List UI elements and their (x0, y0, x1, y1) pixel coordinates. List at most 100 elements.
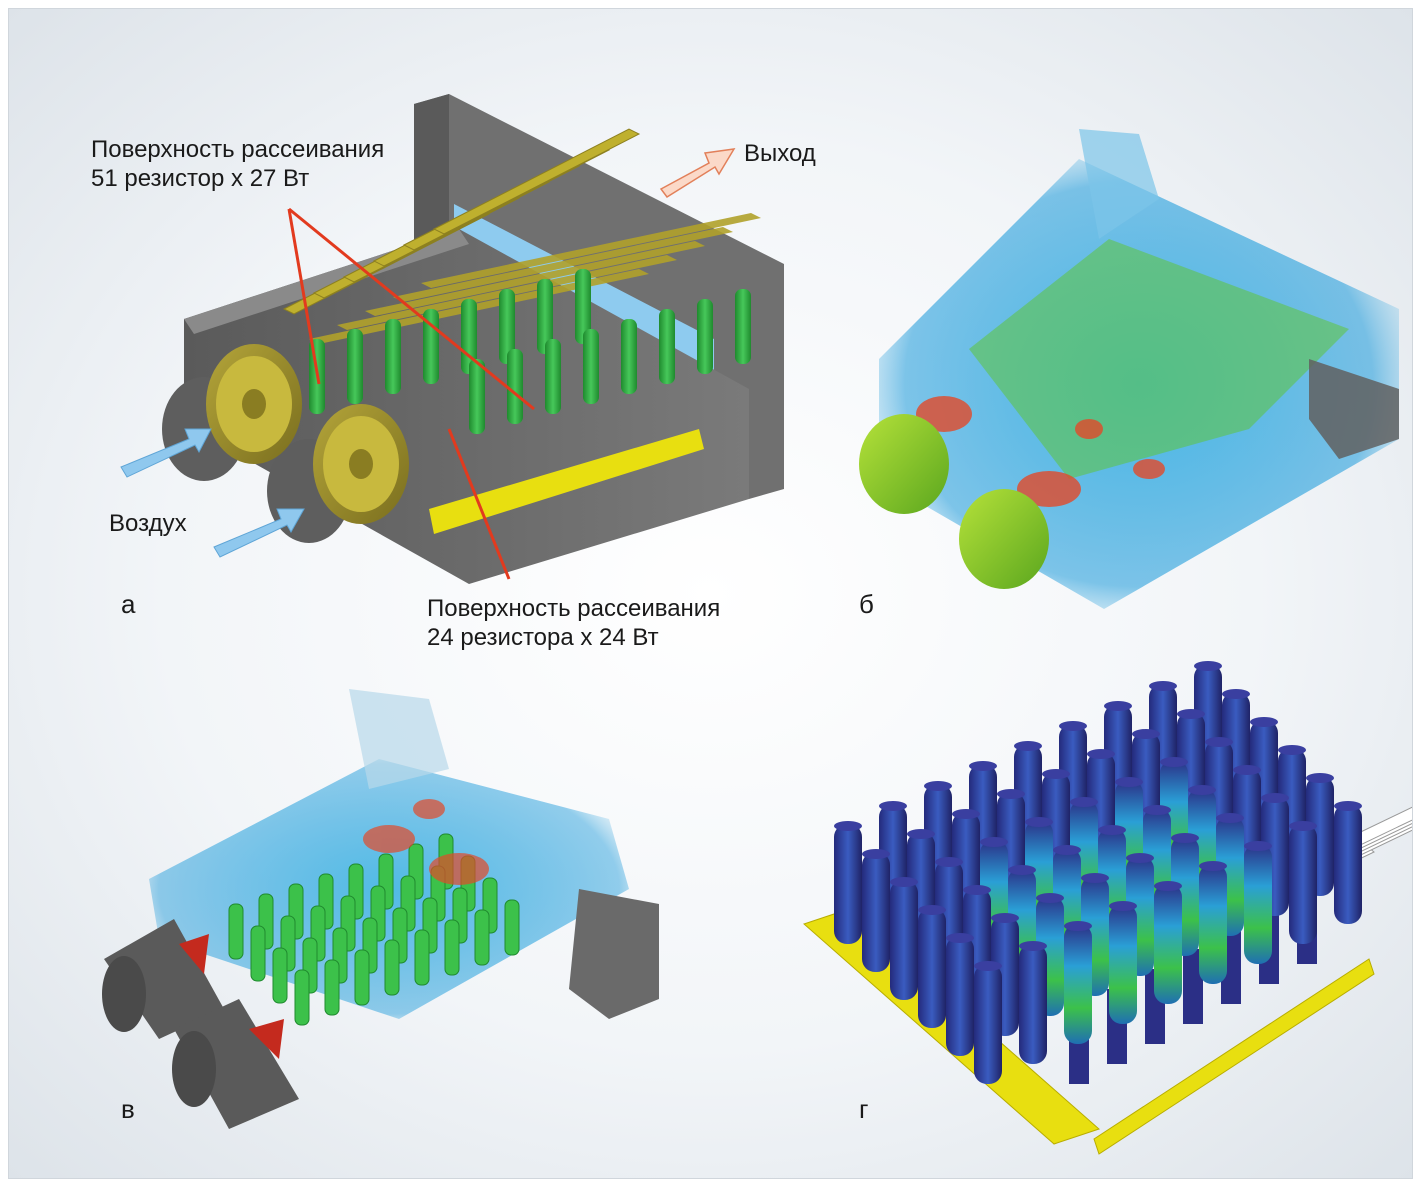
label-bottom-line1: Поверхность рассеивания (427, 595, 721, 622)
exit-arrow (659, 148, 736, 199)
label-top-dissipation: Поверхность рассеивания 51 резистор х 27… (91, 135, 384, 193)
resistor-cylinder (834, 824, 862, 944)
cylinder-top (1036, 893, 1064, 903)
inlet-cylinders-b (859, 414, 1049, 589)
label-air: Воздух (109, 510, 187, 537)
resistor (469, 359, 485, 434)
resistor (621, 319, 637, 394)
resistor-cylinder (890, 880, 918, 1000)
cylinder-top (1059, 721, 1087, 731)
cylinder-top (1194, 661, 1222, 671)
cylinder-top (1306, 773, 1334, 783)
resistor-cylinder (918, 908, 946, 1028)
cylinder-top (1132, 729, 1160, 739)
cylinder-top (946, 933, 974, 943)
cylinder-top (834, 821, 862, 831)
resistor-v (272, 947, 288, 1004)
cylinder-top (1171, 833, 1199, 843)
resistor-v (504, 899, 520, 956)
cylinder-top (1081, 873, 1109, 883)
panel-b-flow-simulation (859, 129, 1399, 609)
cylinder-top (935, 857, 963, 867)
cylinder-top (1188, 785, 1216, 795)
cylinder-top (1115, 777, 1143, 787)
resistor (659, 309, 675, 384)
cylinder-top (1149, 681, 1177, 691)
panel-v-flow-with-resistors (102, 689, 659, 1129)
cylinder-top (890, 877, 918, 887)
cylinder-top (1126, 853, 1154, 863)
mounting-bracket (1183, 949, 1203, 1024)
flow-green-band (969, 239, 1349, 479)
resistor (537, 279, 553, 354)
cylinder-top (1222, 689, 1250, 699)
resistor (697, 299, 713, 374)
resistor-v (414, 929, 430, 986)
resistor-v (250, 925, 266, 982)
outlet-duct-v (569, 889, 659, 1019)
inlet-duct-v-upper (104, 919, 224, 1039)
resistor (385, 319, 401, 394)
resistor-grid-v (228, 833, 520, 1026)
resistor-cylinder (974, 964, 1002, 1084)
cylinder-top (907, 829, 935, 839)
cylinder-top (1014, 741, 1042, 751)
cylinder-top (1008, 865, 1036, 875)
figure-frame: Поверхность рассеивания 51 резистор х 27… (8, 8, 1413, 1179)
outlet-duct-b (1309, 359, 1399, 459)
panel-a-assembly-diagram (120, 94, 784, 584)
cylinder-top (1160, 757, 1188, 767)
base-plate (429, 429, 704, 534)
resistor-v (228, 903, 244, 960)
panel-letter-a: а (121, 589, 136, 619)
rail-short (1093, 958, 1375, 1155)
cylinder-top (1019, 941, 1047, 951)
cylinder-top (1053, 845, 1081, 855)
cylinder-top (1250, 717, 1278, 727)
resistor-v (474, 909, 490, 966)
label-bottom-dissipation: Поверхность рассеивания 24 резистора х 2… (427, 594, 720, 652)
plate-mid (393, 227, 733, 302)
plate-mid (365, 241, 705, 316)
cylinder-top (1025, 817, 1053, 827)
resistor (575, 269, 591, 344)
label-top-line2: 51 резистор х 27 Вт (91, 165, 310, 192)
resistor (499, 289, 515, 364)
cylinder-top (1154, 881, 1182, 891)
cylinder-top (1216, 813, 1244, 823)
inlet-duct-v-lower (174, 999, 299, 1129)
cylinder-top (1070, 797, 1098, 807)
label-bottom-line2: 24 резистора х 24 Вт (427, 624, 659, 651)
plate-top (432, 128, 641, 235)
cylinder-top (1233, 765, 1261, 775)
cylinder-top (1261, 793, 1289, 803)
air-arrow-upper (120, 428, 212, 478)
cylinder-top (963, 885, 991, 895)
resistor-cylinder (1064, 924, 1092, 1044)
cylinder-top (997, 789, 1025, 799)
cylinder-top (1199, 861, 1227, 871)
cylinder-top (1042, 769, 1070, 779)
hot-spots-b (916, 396, 1165, 507)
fan-lower (313, 404, 409, 524)
cylinder-top (1143, 805, 1171, 815)
cylinder-top (1278, 745, 1306, 755)
panel-letter-g: г (859, 1094, 869, 1124)
label-top-line1: Поверхность рассеивания (91, 136, 385, 163)
resistor-cylinder (1109, 904, 1137, 1024)
cylinder-top (1177, 709, 1205, 719)
cylinder-top (1104, 701, 1132, 711)
resistor (545, 339, 561, 414)
air-arrow-lower (213, 508, 305, 558)
resistor-cylinder (1154, 884, 1182, 1004)
cylinder-top (879, 801, 907, 811)
panel-letter-v: в (121, 1094, 135, 1124)
resistor-v (294, 969, 310, 1026)
resistor-cylinder (1199, 864, 1227, 984)
cylinder-top (991, 913, 1019, 923)
cylinder-top (1334, 801, 1362, 811)
resistor (583, 329, 599, 404)
cylinder-top (969, 761, 997, 771)
cylinder-top (1289, 821, 1317, 831)
resistor-cylinders-g (834, 661, 1362, 1084)
